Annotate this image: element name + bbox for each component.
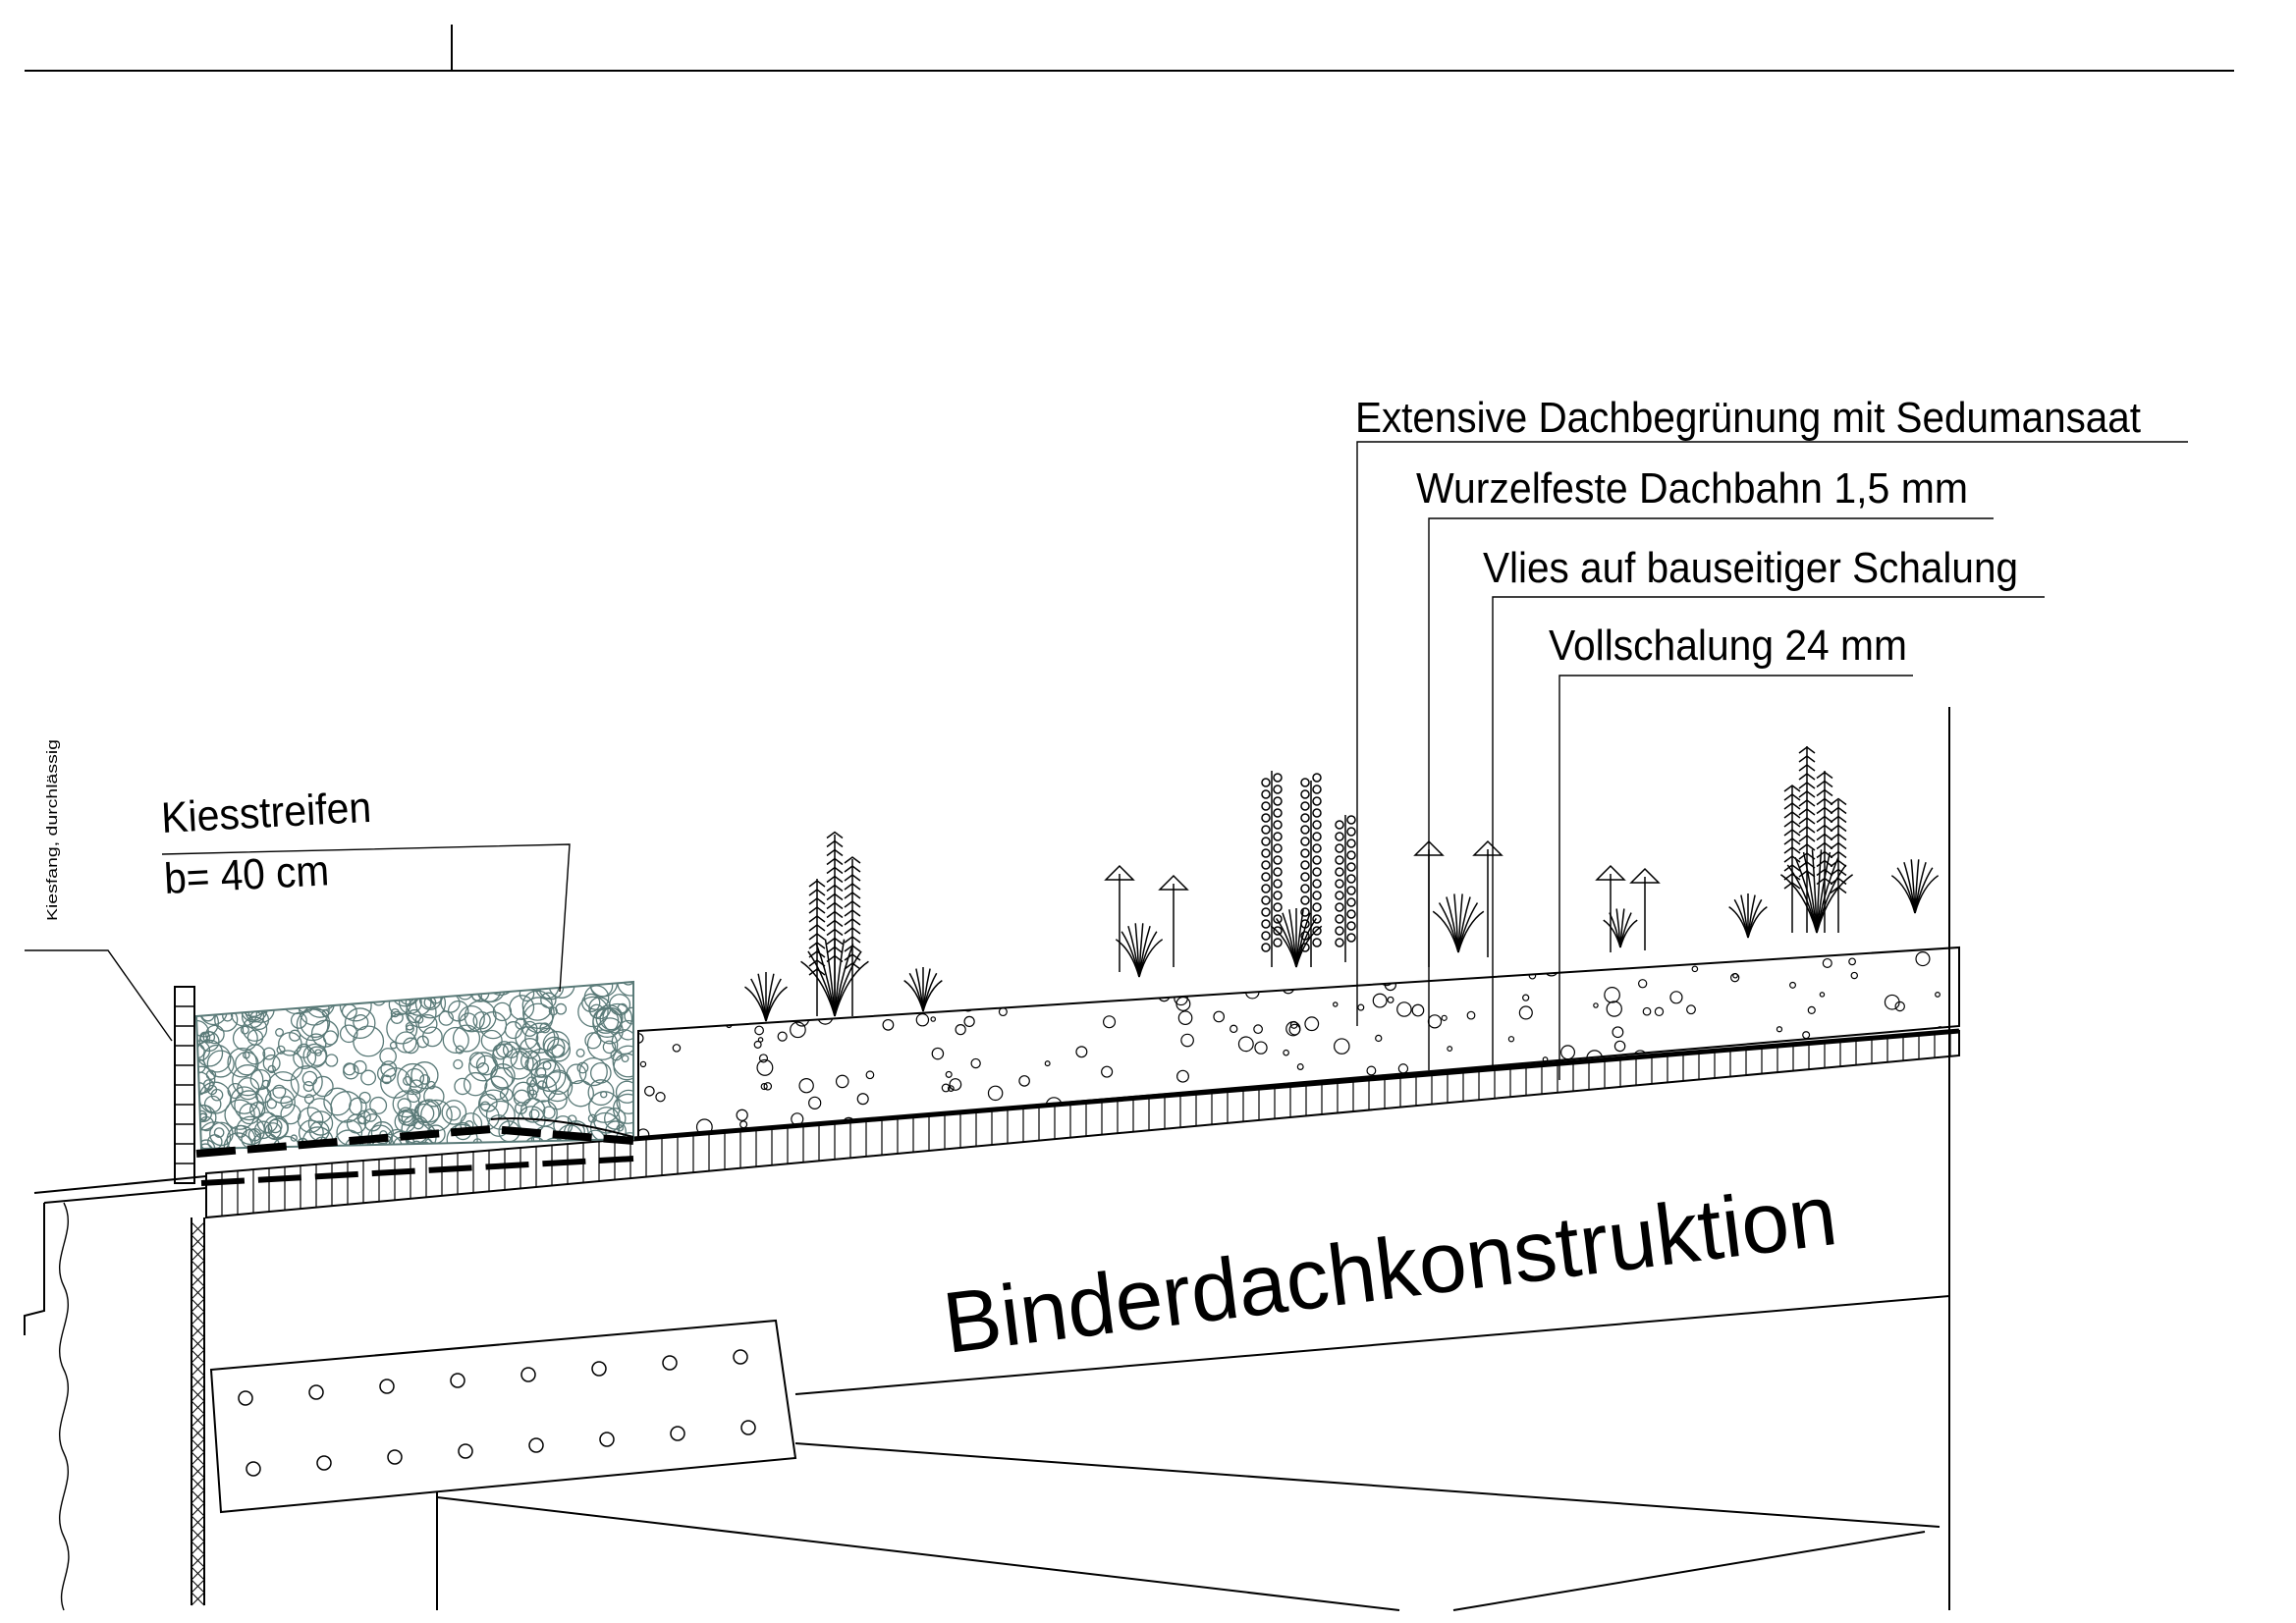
label-root-resistant-membrane: Wurzelfeste Dachbahn 1,5 mm (1416, 464, 1968, 513)
eave-flashing (24, 1175, 207, 1611)
wall-hatching (191, 1217, 205, 1606)
label-truss-construction: Binderdachkonstruktion (938, 1165, 1841, 1372)
label-extensive-green-roof: Extensive Dachbegrünung mit Sedumansaat (1355, 394, 2141, 442)
roof-structure (24, 707, 1960, 1611)
label-gravel-stop: Kiesfang, durchlässig (44, 739, 61, 921)
kiesfang-wall (174, 986, 195, 1184)
title-block-lines (25, 25, 2234, 72)
label-full-sheathing: Vollschalung 24 mm (1549, 622, 1907, 670)
bolted-slab (209, 1319, 797, 1514)
truss-outline (436, 707, 1950, 1611)
drainage-layer (195, 1117, 634, 1186)
label-gravel-strip-width: b= 40 cm (163, 846, 330, 903)
label-gravel-strip: Kiesstreifen (160, 784, 372, 842)
sedum-vegetation (744, 746, 1940, 1022)
callout-leaders (25, 441, 2188, 1080)
label-fleece-layer: Vlies auf bauseitiger Schalung (1483, 544, 2018, 592)
